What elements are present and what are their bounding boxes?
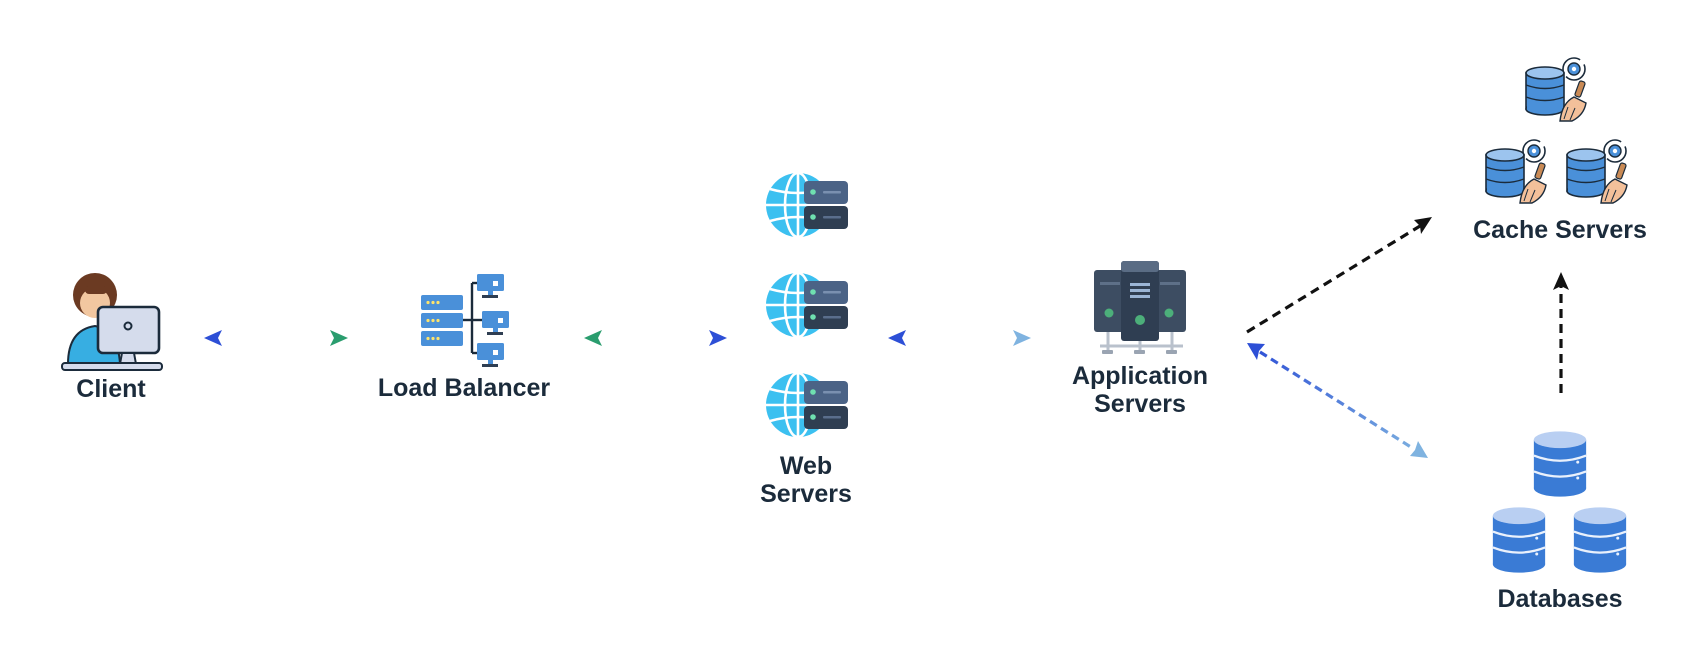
- load-balancer-label: Load Balancer: [378, 374, 551, 402]
- cache-server-icon: [1525, 57, 1587, 122]
- web-servers-label-line2: Servers: [760, 480, 852, 508]
- database-icon: [1532, 430, 1588, 498]
- web-servers-label-line1: Web: [780, 452, 832, 480]
- web-server-icon: [765, 371, 849, 439]
- arrow-application-servers-cache-servers: [1246, 217, 1432, 334]
- web-server-icon: [765, 171, 849, 239]
- load-balancer-icon: [421, 274, 509, 367]
- client-icon: [61, 273, 163, 371]
- arrow-databases-cache-servers: [1553, 272, 1569, 393]
- cache-server-icon: [1566, 139, 1628, 204]
- databases-label: Databases: [1497, 585, 1622, 613]
- cache-server-icon: [1485, 139, 1547, 204]
- arrow-application-servers-databases: [1247, 343, 1428, 458]
- arrow-client-load-balancer: [204, 330, 348, 346]
- application-servers-label-line2: Servers: [1094, 390, 1186, 418]
- arrow-web-servers-application-servers: [888, 330, 1031, 346]
- web-server-icon: [765, 271, 849, 339]
- database-icon: [1572, 506, 1628, 574]
- server-rack-icon: [1094, 261, 1186, 354]
- arrow-load-balancer-web-servers: [584, 330, 727, 346]
- cache-servers-label: Cache Servers: [1473, 216, 1647, 244]
- database-icon: [1491, 506, 1547, 574]
- client-label: Client: [76, 375, 146, 403]
- application-servers-label-line1: Application: [1072, 362, 1208, 390]
